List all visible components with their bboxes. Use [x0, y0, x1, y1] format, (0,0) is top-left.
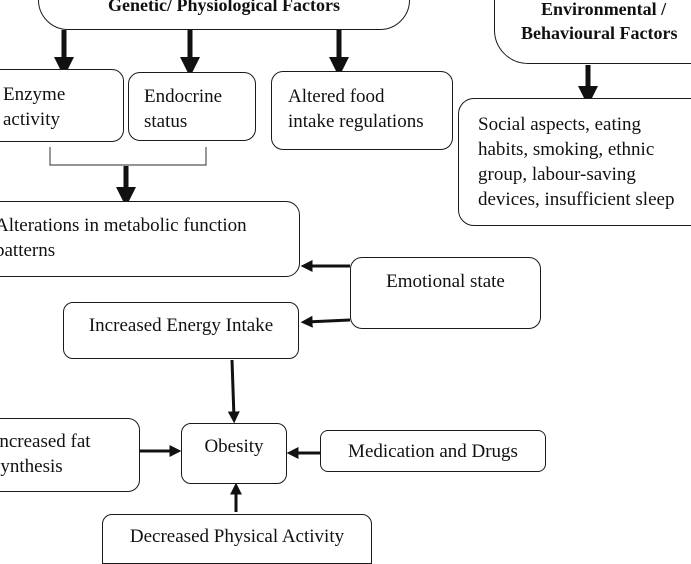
- bracket-connector: [49, 147, 207, 166]
- emotional-state-box: Emotional state: [350, 257, 541, 329]
- physical-activity-box: Decreased Physical Activity: [102, 514, 372, 564]
- food-line2: intake regulations: [288, 111, 424, 132]
- endocrine-line2: status: [144, 111, 188, 132]
- genetic-header-label: Genetic/ Physiological Factors: [108, 0, 340, 15]
- social-aspects-box: Social aspects, eating habits, smoking, …: [458, 98, 691, 226]
- emotional-label: Emotional state: [386, 271, 505, 292]
- metabolic-line2: patterns: [0, 240, 56, 261]
- arrow-energy-to-obesity: [227, 359, 240, 424]
- fat-line2: synthesis: [0, 456, 63, 477]
- enzyme-activity-box: Enzyme activity: [0, 69, 124, 142]
- genetic-factors-header: Genetic/ Physiological Factors: [38, 0, 410, 30]
- endocrine-status-box: Endocrine status: [128, 72, 256, 141]
- physical-label: Decreased Physical Activity: [129, 526, 345, 547]
- fat-synthesis-box: Increased fat synthesis: [0, 418, 140, 492]
- energy-intake-box: Increased Energy Intake: [63, 302, 299, 359]
- endocrine-line1: Endocrine: [144, 86, 223, 107]
- social-line4: devices, insufficient sleep: [478, 189, 675, 210]
- energy-label: Increased Energy Intake: [88, 315, 274, 336]
- medication-label: Medication and Drugs: [348, 441, 518, 462]
- social-line1: Social aspects, eating: [478, 114, 642, 135]
- altered-food-intake-box: Altered food intake regulations: [271, 71, 453, 150]
- medication-drugs-box: Medication and Drugs: [320, 430, 546, 472]
- metabolic-function-box: Alterations in metabolic function patter…: [0, 201, 300, 277]
- food-line1: Altered food: [288, 86, 385, 107]
- environmental-factors-header: Environmental / Behavioural Factors: [494, 0, 691, 64]
- metabolic-line1: Alterations in metabolic function: [0, 215, 247, 236]
- connector-layer: [49, 30, 598, 512]
- obesity-label: Obesity: [204, 436, 264, 457]
- social-line2: habits, smoking, ethnic: [478, 139, 655, 160]
- social-line3: group, labour-saving: [478, 164, 636, 185]
- fat-line1: Increased fat: [0, 431, 91, 452]
- environmental-header-line2: Behavioural Factors: [521, 23, 678, 43]
- obesity-box: Obesity: [181, 423, 287, 484]
- enzyme-line1: Enzyme: [3, 84, 66, 105]
- environmental-header-line1: Environmental /: [541, 0, 667, 19]
- enzyme-line2: activity: [3, 109, 60, 130]
- arrow-emotional-to-energy: [300, 315, 351, 328]
